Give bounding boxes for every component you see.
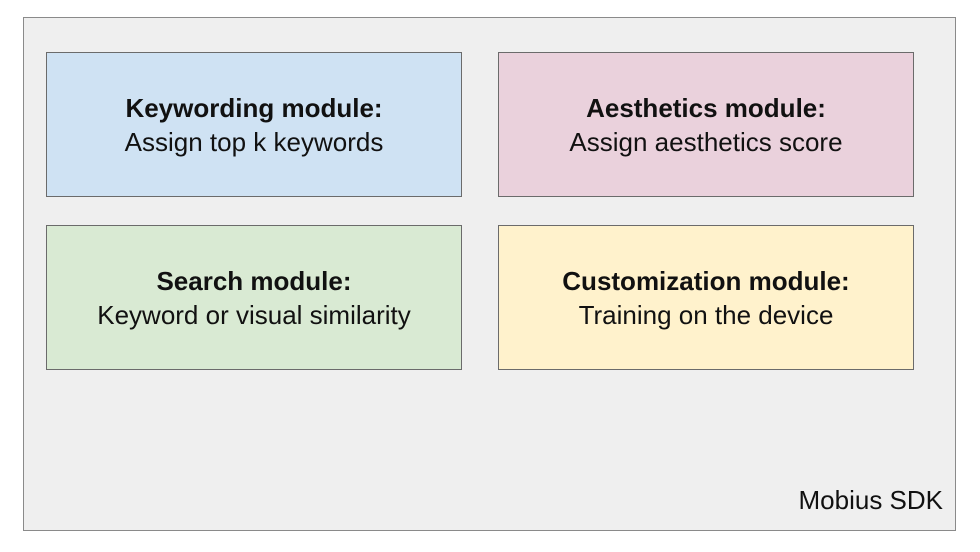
customization-module-title: Customization module: bbox=[562, 265, 850, 296]
keywording-module-description: Assign top k keywords bbox=[124, 126, 384, 157]
search-module-box: Search module: Keyword or visual similar… bbox=[46, 225, 462, 370]
mobius-sdk-container: Keywording module: Assign top k keywords… bbox=[23, 17, 956, 531]
customization-module-description: Training on the device bbox=[578, 299, 834, 330]
customization-module-box: Customization module: Training on the de… bbox=[498, 225, 914, 370]
aesthetics-module-description: Assign aesthetics score bbox=[569, 126, 843, 157]
aesthetics-module-box: Aesthetics module: Assign aesthetics sco… bbox=[498, 52, 914, 197]
keywording-module-title: Keywording module: bbox=[125, 92, 383, 123]
aesthetics-module-title: Aesthetics module: bbox=[586, 92, 826, 123]
keywording-module-box: Keywording module: Assign top k keywords bbox=[46, 52, 462, 197]
search-module-title: Search module: bbox=[156, 265, 352, 296]
sdk-label: Mobius SDK bbox=[798, 485, 944, 515]
search-module-description: Keyword or visual similarity bbox=[97, 299, 411, 330]
